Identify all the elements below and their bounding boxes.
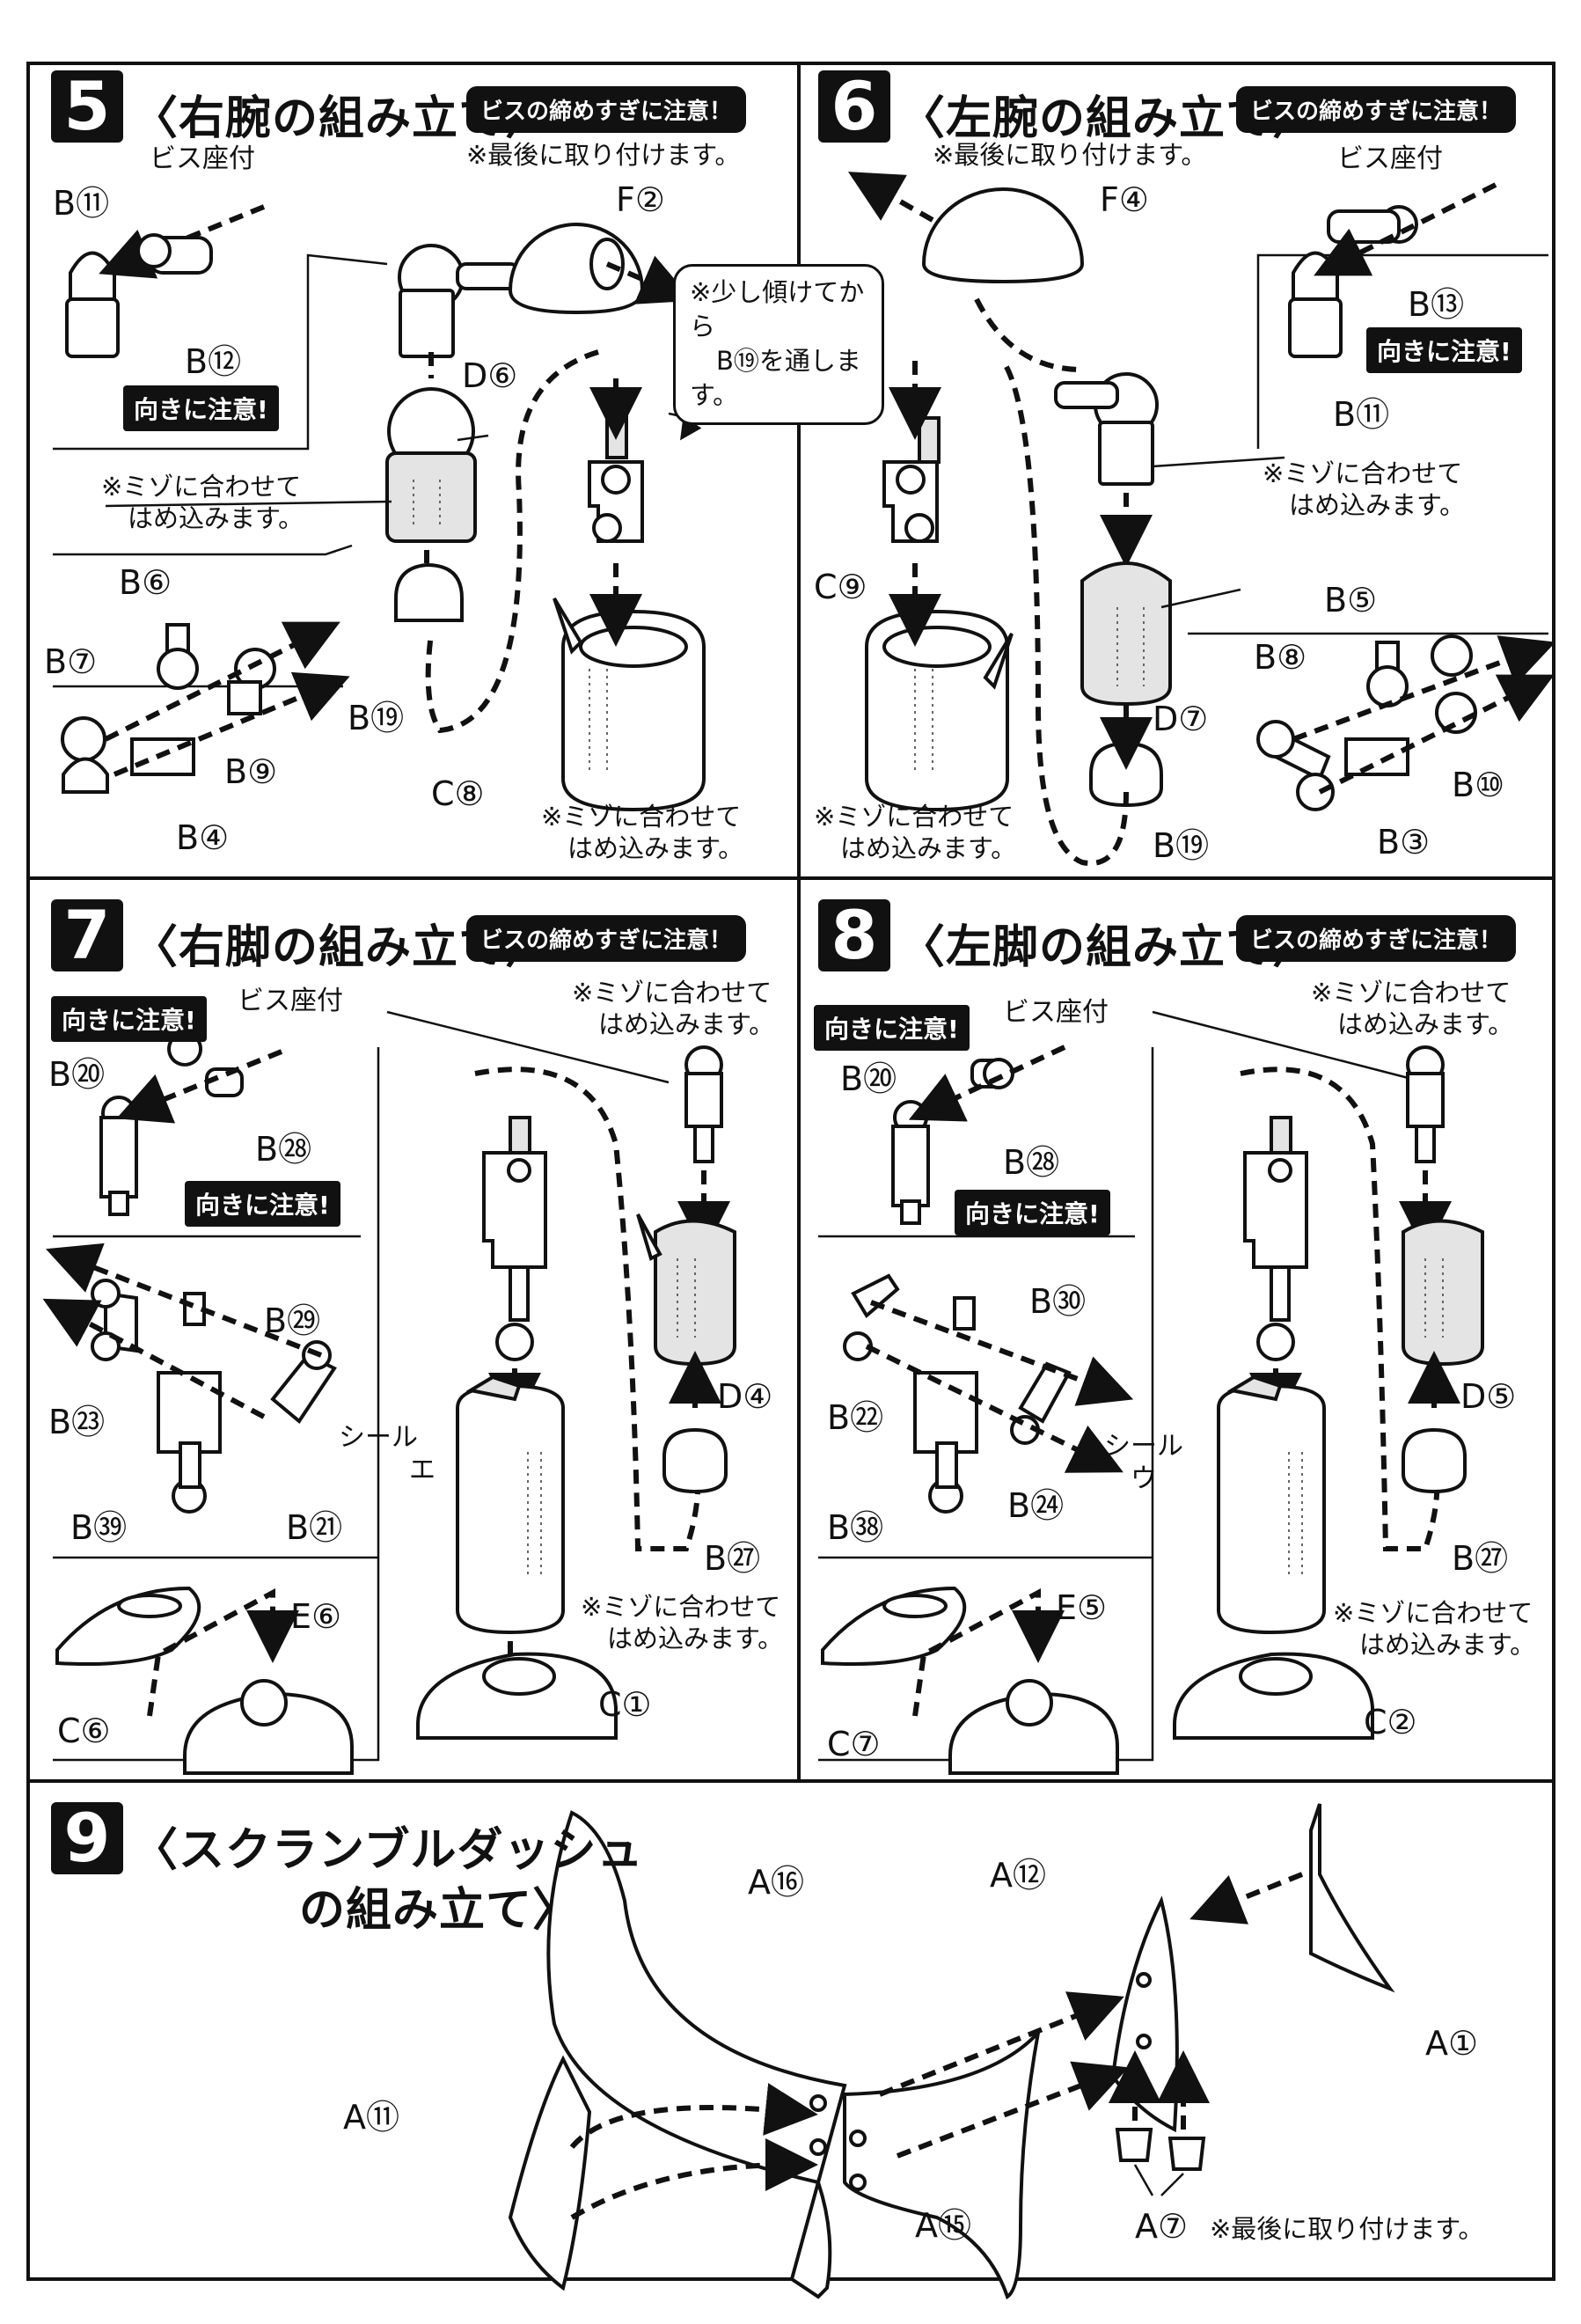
step8-label-b28: B㉘: [1003, 1143, 1060, 1182]
step5-label-f2: F②: [616, 180, 665, 219]
step8-label-b30: B㉚: [1029, 1282, 1087, 1321]
step9-title-line2: の組み立て〉: [299, 1884, 580, 1937]
step6-groove-note: ※ミゾに合わせてはめ込みます。: [1263, 458, 1466, 521]
step6-note-last: ※最後に取り付けます。: [933, 140, 1207, 170]
step7-label-b21: B㉑: [286, 1508, 343, 1547]
step8-label-c2: C②: [1364, 1703, 1417, 1741]
step8-seal-letter: ウ: [1131, 1463, 1157, 1494]
step6-label-b5: B⑤: [1324, 581, 1378, 619]
step7-groove-note: ※ミゾに合わせてはめ込みます。: [572, 978, 775, 1040]
step8-label-d5: D⑤: [1460, 1377, 1517, 1416]
step6-label-d7: D⑦: [1153, 700, 1209, 738]
step7-label-d4: D④: [717, 1377, 773, 1416]
step7-number-badge: 7: [51, 899, 123, 971]
step8-label-b27: B㉗: [1452, 1539, 1509, 1578]
step7-label-b27: B㉗: [704, 1539, 761, 1578]
step7-caution-badge-2: 向きに注意!: [185, 1181, 340, 1227]
step9-label-a1: A①: [1425, 2024, 1479, 2063]
step8-label-b20: B⑳: [840, 1059, 897, 1098]
step9-label-a15: A⑮: [915, 2206, 971, 2245]
step8-groove-note2: ※ミゾに合わせてはめ込みます。: [1333, 1598, 1536, 1661]
step5-note-last: ※最後に取り付けます。: [466, 140, 741, 170]
step8-caution-badge: 向きに注意!: [814, 1005, 970, 1051]
step5-warning-badge: ビスの締めすぎに注意！: [466, 86, 747, 133]
step5-screw-label: ビス座付: [150, 143, 255, 174]
step5-groove-note: ※ミゾに合わせてはめ込みます。: [101, 472, 304, 534]
step5-label-b4: B④: [176, 818, 230, 857]
step5-number-badge: 5: [51, 70, 123, 143]
step6-label-b8: B⑧: [1254, 638, 1307, 677]
step9-label-a7: A⑦: [1135, 2207, 1189, 2246]
step8-number-badge: 8: [818, 899, 890, 971]
step5-label-b9: B⑨: [224, 752, 278, 791]
step6-caution-badge: 向きに注意!: [1366, 327, 1522, 373]
step7-label-c6: C⑥: [57, 1712, 111, 1750]
step6-label-b19: B⑲: [1153, 826, 1210, 865]
step8-caution-badge-2: 向きに注意!: [955, 1190, 1110, 1235]
step5-label-d6: D⑥: [462, 356, 518, 395]
step7-groove-note2: ※ミゾに合わせてはめ込みます。: [581, 1592, 784, 1654]
step5-caution-badge: 向きに注意!: [123, 385, 279, 431]
step6-screw-label: ビス座付: [1337, 143, 1443, 174]
step5-label-c8: C⑧: [431, 774, 485, 813]
step9-label-a12: A⑫: [990, 1856, 1046, 1895]
step6-label-c9: C⑨: [814, 568, 867, 606]
step7-caution-badge: 向きに注意!: [51, 996, 207, 1042]
step8-seal-label: シール: [1104, 1431, 1183, 1462]
step8-groove-note: ※ミゾに合わせてはめ込みます。: [1311, 978, 1514, 1040]
step9-art: [508, 1803, 1395, 2300]
step9-note-last: ※最後に取り付けます。: [1210, 2214, 1484, 2244]
step7-label-b29: B㉙: [264, 1301, 321, 1340]
step7-label-b23: B㉓: [48, 1403, 106, 1441]
step5-label-b6: B⑥: [119, 563, 172, 602]
step7-label-c1: C①: [598, 1685, 652, 1724]
step6-label-b10: B⑩: [1452, 766, 1505, 804]
step7-seal-letter: エ: [409, 1455, 436, 1485]
step7-label-b28: B㉘: [255, 1130, 312, 1169]
step6-number-badge: 6: [818, 70, 890, 143]
step5-label-b12: B⑫: [185, 342, 242, 381]
step8-screw-label: ビス座付: [1003, 997, 1109, 1028]
step7-art: [42, 1010, 736, 1775]
step8-label-c7: C⑦: [827, 1725, 881, 1763]
step8-label-b22: B㉒: [827, 1398, 884, 1437]
step8-art: [818, 1010, 1484, 1775]
step5-label-b19: B⑲: [348, 699, 405, 737]
step8-label-b38: B㊳: [827, 1508, 884, 1547]
step7-label-e6: E⑥: [290, 1597, 342, 1636]
step5-art: [53, 204, 706, 812]
step8-warning-badge: ビスの締めすぎに注意！: [1236, 915, 1517, 962]
step6-label-f4: F④: [1100, 180, 1149, 219]
step6-label-b13: B⑬: [1408, 285, 1465, 324]
step7-label-b20: B⑳: [48, 1055, 106, 1094]
step5-groove-note2: ※ミゾに合わせてはめ込みます。: [541, 802, 744, 864]
step9-label-a11: A⑪: [343, 2098, 399, 2137]
step9-number-badge: 9: [51, 1802, 123, 1874]
step6-label-b11: B⑪: [1333, 395, 1390, 434]
step7-warning-badge: ビスの締めすぎに注意！: [466, 915, 747, 962]
step5-label-b7: B⑦: [44, 642, 98, 681]
step8-label-b24: B㉔: [1007, 1486, 1065, 1525]
step7-seal-label: シール: [339, 1422, 418, 1453]
step9-title-line1: 〈スクランブルダッシュ: [132, 1824, 644, 1877]
step5-label-b11: B⑪: [53, 184, 110, 223]
step8-label-e5: E⑤: [1056, 1588, 1108, 1627]
step6-warning-badge: ビスの締めすぎに注意！: [1236, 86, 1517, 133]
step7-screw-label: ビス座付: [238, 986, 343, 1016]
step9-label-a16: A⑯: [748, 1863, 804, 1902]
step6-label-b3: B③: [1377, 823, 1431, 861]
step6-groove-note2: ※ミゾに合わせてはめ込みます。: [814, 802, 1017, 864]
step7-label-b39: B㊴: [70, 1508, 128, 1547]
step6-art: [847, 172, 1556, 866]
